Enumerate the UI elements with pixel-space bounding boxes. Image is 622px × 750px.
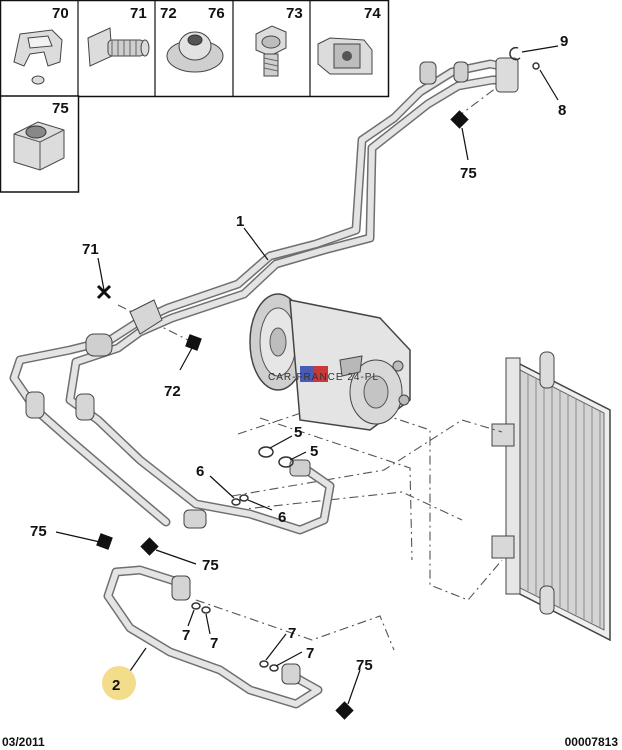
pipe-2[interactable] bbox=[103, 565, 323, 709]
catalog-cell-74[interactable]: 74 bbox=[317, 5, 381, 75]
pipe-1[interactable] bbox=[9, 57, 519, 535]
callout-seal-6a[interactable]: 6 bbox=[196, 463, 204, 480]
catalog-cell-70[interactable]: 70 bbox=[13, 5, 69, 85]
catalog-label-70: 70 bbox=[52, 5, 69, 22]
bolt-73-icon bbox=[255, 25, 287, 77]
nut-marker-left[interactable] bbox=[96, 533, 113, 550]
callout-leaders bbox=[55, 45, 559, 705]
callout-seal-7a[interactable]: 7 bbox=[182, 627, 190, 644]
callout-nut-75-bottom[interactable]: 75 bbox=[356, 657, 373, 674]
nut-marker-72[interactable] bbox=[185, 334, 202, 351]
callout-pipe-2[interactable]: 2 bbox=[112, 677, 120, 694]
catalog-cell-75[interactable]: 75 bbox=[13, 100, 69, 171]
callout-nut-75-mid[interactable]: 75 bbox=[202, 557, 219, 574]
cage-nut-74-icon bbox=[317, 37, 373, 75]
callout-labels: 1 2 71 72 5 5 6 6 7 7 7 7 8 9 75 75 75 7… bbox=[30, 33, 568, 694]
watermark: CAR-FRANCE 24-PL bbox=[268, 372, 379, 383]
clip-70-icon bbox=[13, 29, 63, 85]
callout-clip-71[interactable]: 71 bbox=[82, 241, 99, 258]
callout-nut-75-left[interactable]: 75 bbox=[30, 523, 47, 540]
nut-marker-mid[interactable] bbox=[140, 537, 159, 556]
pipe-2-highlight bbox=[102, 666, 136, 700]
callout-seal-5a[interactable]: 5 bbox=[294, 424, 302, 441]
nut-marker-bottom[interactable] bbox=[335, 701, 354, 720]
callout-nut-72[interactable]: 72 bbox=[164, 383, 181, 400]
seals bbox=[191, 46, 540, 672]
catalog-cell-71[interactable]: 71 bbox=[87, 5, 150, 67]
callout-seal-8[interactable]: 8 bbox=[558, 102, 566, 119]
compressor[interactable]: CAR-FRANCE 24-PL bbox=[249, 293, 411, 431]
catalog-cell-72-76[interactable]: 72 76 bbox=[160, 5, 225, 73]
condenser[interactable] bbox=[491, 351, 611, 642]
callout-seal-7b[interactable]: 7 bbox=[210, 635, 218, 652]
footer-reference: 00007813 bbox=[565, 735, 619, 749]
callout-seal-6b[interactable]: 6 bbox=[278, 509, 286, 526]
nut-markers bbox=[96, 110, 469, 720]
catalog-cell-73[interactable]: 73 bbox=[255, 5, 303, 77]
clip-71-marker[interactable] bbox=[96, 284, 112, 300]
catalog-label-74: 74 bbox=[364, 5, 381, 22]
nut-flange-icon bbox=[166, 31, 224, 73]
catalog-label-72: 72 bbox=[160, 5, 177, 22]
footer: 03/2011 00007813 bbox=[2, 735, 618, 749]
callout-seal-7d[interactable]: 7 bbox=[306, 645, 314, 662]
callout-seal-7c[interactable]: 7 bbox=[288, 625, 296, 642]
hex-nut-75-icon bbox=[13, 121, 65, 171]
callout-nut-75-top[interactable]: 75 bbox=[460, 165, 477, 182]
callout-seal-5b[interactable]: 5 bbox=[310, 443, 318, 460]
catalog-label-71: 71 bbox=[130, 5, 147, 22]
catalog-label-76: 76 bbox=[208, 5, 225, 22]
catalog-label-73: 73 bbox=[286, 5, 303, 22]
nut-marker-top[interactable] bbox=[450, 110, 469, 129]
footer-date: 03/2011 bbox=[2, 735, 45, 749]
clip-71-icon bbox=[87, 27, 150, 67]
callout-pipe-1[interactable]: 1 bbox=[236, 213, 244, 230]
callout-seal-9[interactable]: 9 bbox=[560, 33, 568, 50]
parts-catalog: 70 71 72 76 73 bbox=[0, 0, 390, 193]
catalog-label-75: 75 bbox=[52, 100, 69, 117]
